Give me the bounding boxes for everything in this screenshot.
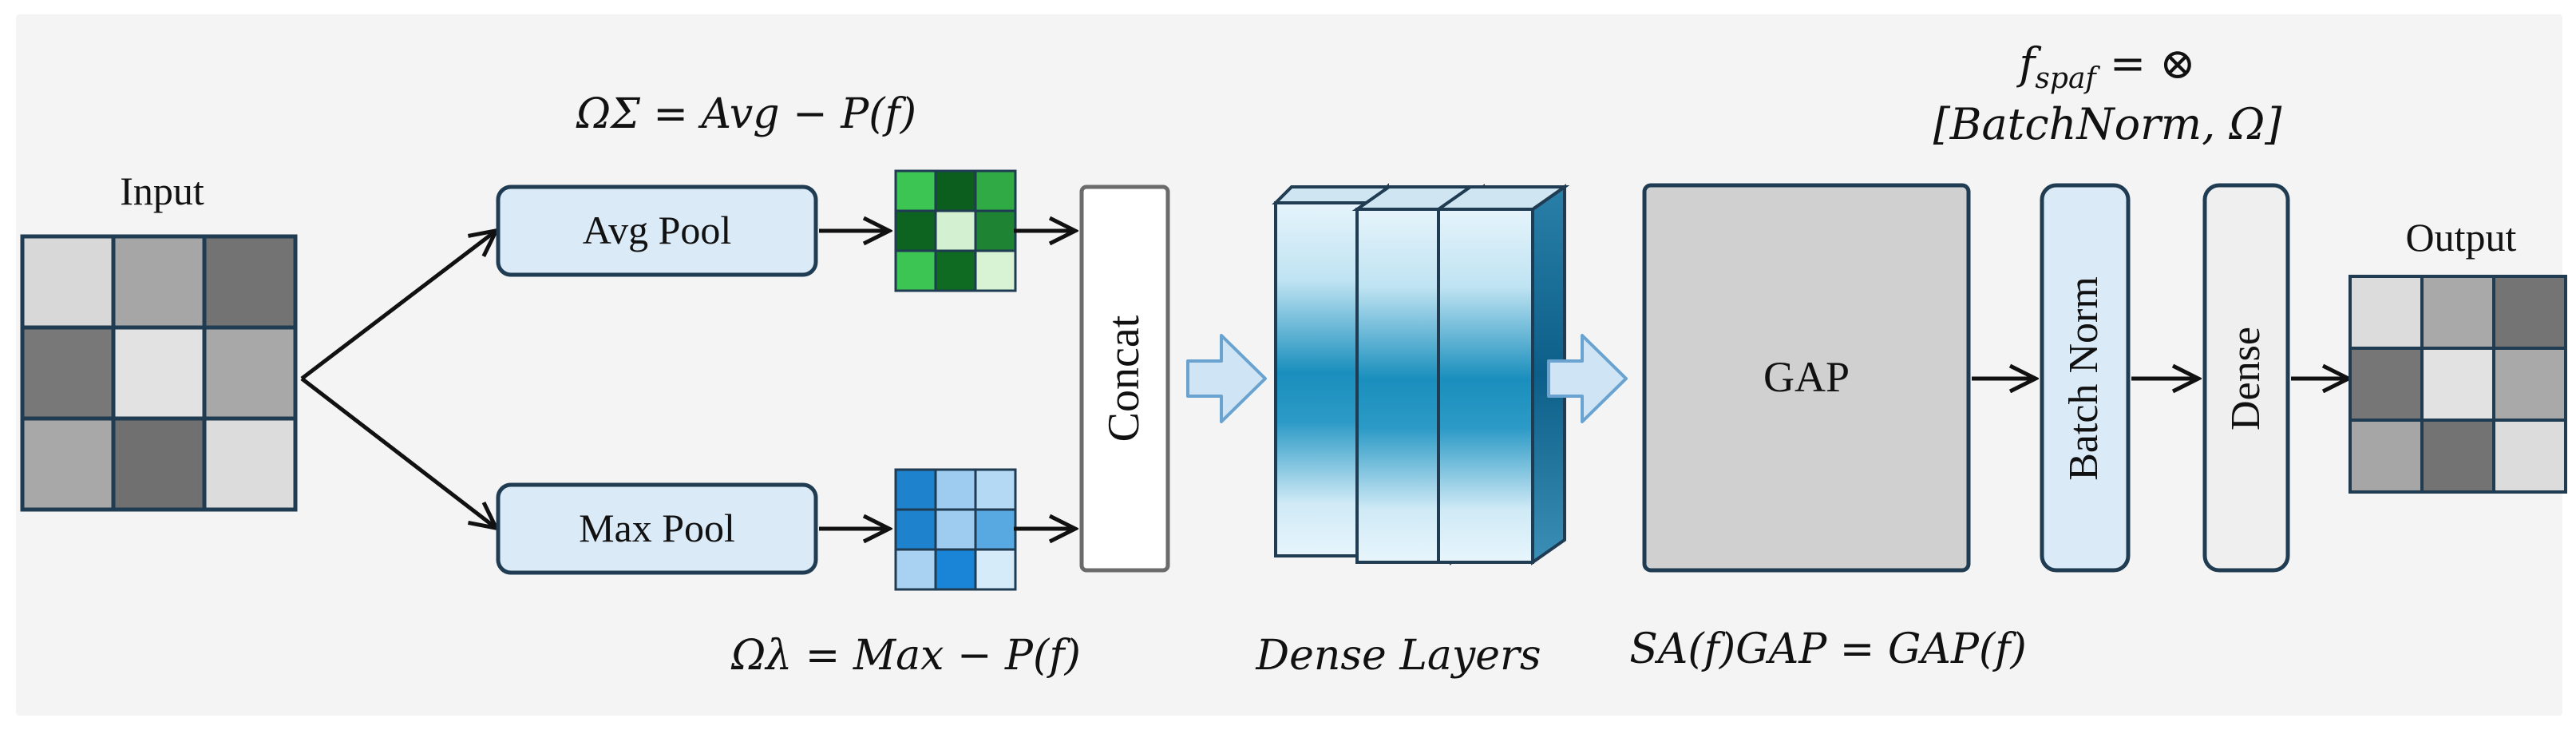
block-arrow-dense-to-gap [1547,334,1628,423]
input-grid-cell [202,416,298,512]
output-label: Output [2406,215,2517,260]
max-grid-cell [934,508,977,551]
batch-norm-label: Batch Norm [2061,276,2107,481]
dense-layer-3 [1433,184,1570,565]
avg-grid-cell [894,209,937,252]
input-grid-cell [20,234,116,330]
input-grid-cell [202,234,298,330]
spaf-formula-line2: [BatchNorm, Ω] [1933,99,2283,149]
output-grid-cell [2492,347,2567,422]
output-grid-cell [2420,275,2495,350]
max-grid-cell [974,468,1017,511]
avg-grid-cell [974,249,1017,292]
avg-grid-cell [974,169,1017,212]
avg-grid-cell [894,169,937,212]
avg-pool-grid [894,169,1017,292]
output-grid-cell [2348,347,2424,422]
avg-grid-cell [974,209,1017,252]
arrow-input-to-avgpool [300,232,495,380]
block-arrow-concat-to-dense [1186,334,1267,423]
concat-node [1079,184,1170,573]
input-grid-cell [111,234,207,330]
avg-grid-cell [894,249,937,292]
output-grid-cell [2420,419,2495,494]
output-grid-cell [2348,275,2424,350]
avg-grid-cell [934,209,977,252]
max-grid-cell [894,468,937,511]
output-grid-cell [2420,347,2495,422]
avg-pool-node [496,184,818,277]
gap-node [1642,183,1971,573]
input-grid-cell [111,416,207,512]
batch-norm-node [2040,183,2131,573]
output-grid-cell [2348,419,2424,494]
gap-formula: SA(f)GAP = GAP(f) [1629,625,2027,673]
avg-grid-cell [934,169,977,212]
dense-layers-label: Dense Layers [1255,632,1541,680]
dense-node [2202,183,2290,573]
max-grid-cell [934,468,977,511]
max-grid-cell [894,548,937,591]
max-pool-node [496,482,818,575]
input-grid-cell [20,325,116,421]
avg-formula: ΩΣ = Avg − P(f) [576,90,916,138]
input-grid-cell [202,325,298,421]
max-pool-label: Max Pool [579,506,735,550]
output-grid-cell [2492,275,2567,350]
max-formula: Ωλ = Max − P(f) [730,632,1081,680]
input-label: Input [120,169,204,213]
input-grid-cell [20,416,116,512]
gap-label: GAP [1763,353,1850,401]
arrow-input-to-maxpool [300,377,495,527]
output-grid [2348,275,2567,494]
spaf-formula-line1: fspaf = ⊗ [2016,38,2195,95]
max-grid-cell [894,508,937,551]
dense-label: Dense [2223,327,2269,430]
max-grid-cell [974,548,1017,591]
input-grid [20,234,298,512]
avg-grid-cell [934,249,977,292]
concat-label: Concat [1099,315,1149,442]
max-pool-grid [894,468,1017,591]
max-grid-cell [974,508,1017,551]
avg-pool-label: Avg Pool [583,208,732,252]
input-grid-cell [111,325,207,421]
max-grid-cell [934,548,977,591]
output-grid-cell [2492,419,2567,494]
